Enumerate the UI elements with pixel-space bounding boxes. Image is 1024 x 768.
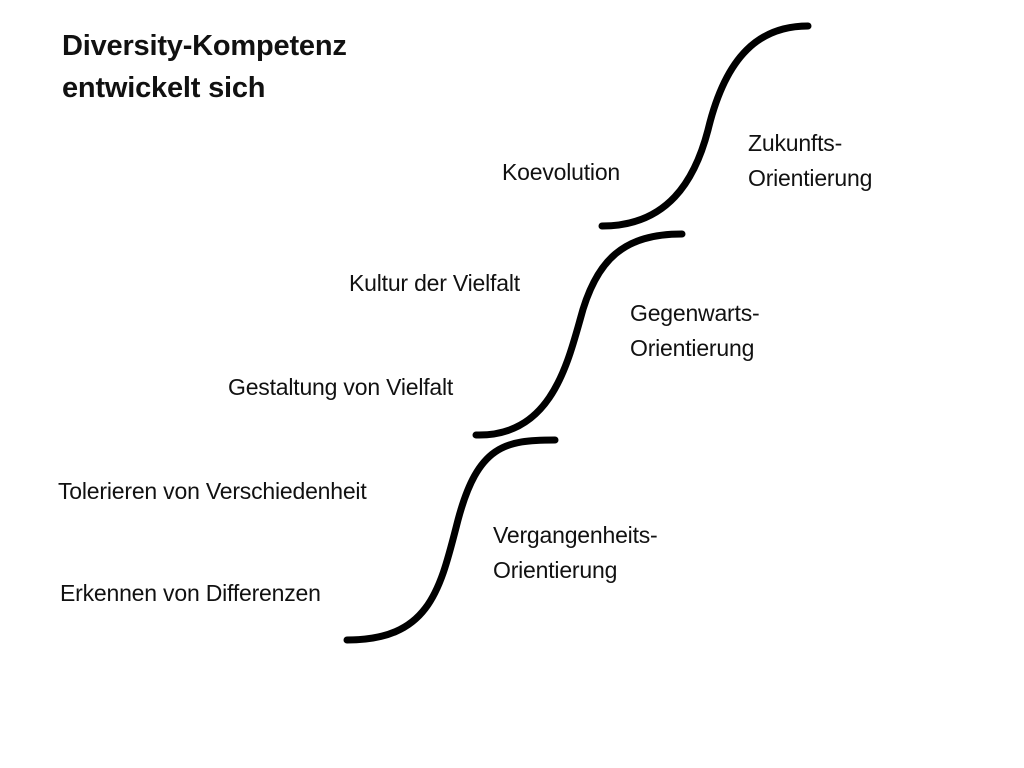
competence-erkennen: Erkennen von Differenzen	[60, 580, 321, 606]
orientation-future: Zukunfts- Orientierung	[748, 126, 872, 196]
diagram-title: Diversity-Kompetenz entwickelt sich	[62, 25, 347, 109]
title-line-1: Diversity-Kompetenz	[62, 30, 347, 62]
orientation-past: Vergangenheits- Orientierung	[493, 518, 658, 588]
competence-tolerieren: Tolerieren von Verschiedenheit	[58, 478, 367, 504]
competence-koevolution: Koevolution	[502, 159, 620, 185]
orientation-future-line-2: Orientierung	[748, 165, 873, 191]
competence-kultur-der-vielfalt: Kultur der Vielfalt	[349, 270, 520, 296]
stage-1-curve	[343, 436, 559, 644]
orientation-past-line-1: Vergangenheits-	[493, 522, 658, 548]
stage-2-curve	[472, 230, 686, 439]
orientation-present: Gegenwarts- Orientierung	[630, 296, 760, 366]
title-line-2: entwickelt sich	[62, 72, 266, 104]
orientation-future-line-1: Zukunfts-	[748, 130, 843, 156]
orientation-present-line-1: Gegenwarts-	[630, 300, 760, 326]
orientation-present-line-2: Orientierung	[630, 335, 755, 361]
competence-gestaltung-von-vielfalt: Gestaltung von Vielfalt	[228, 374, 454, 400]
orientation-past-line-2: Orientierung	[493, 557, 618, 583]
stage-3-curve	[598, 22, 812, 230]
